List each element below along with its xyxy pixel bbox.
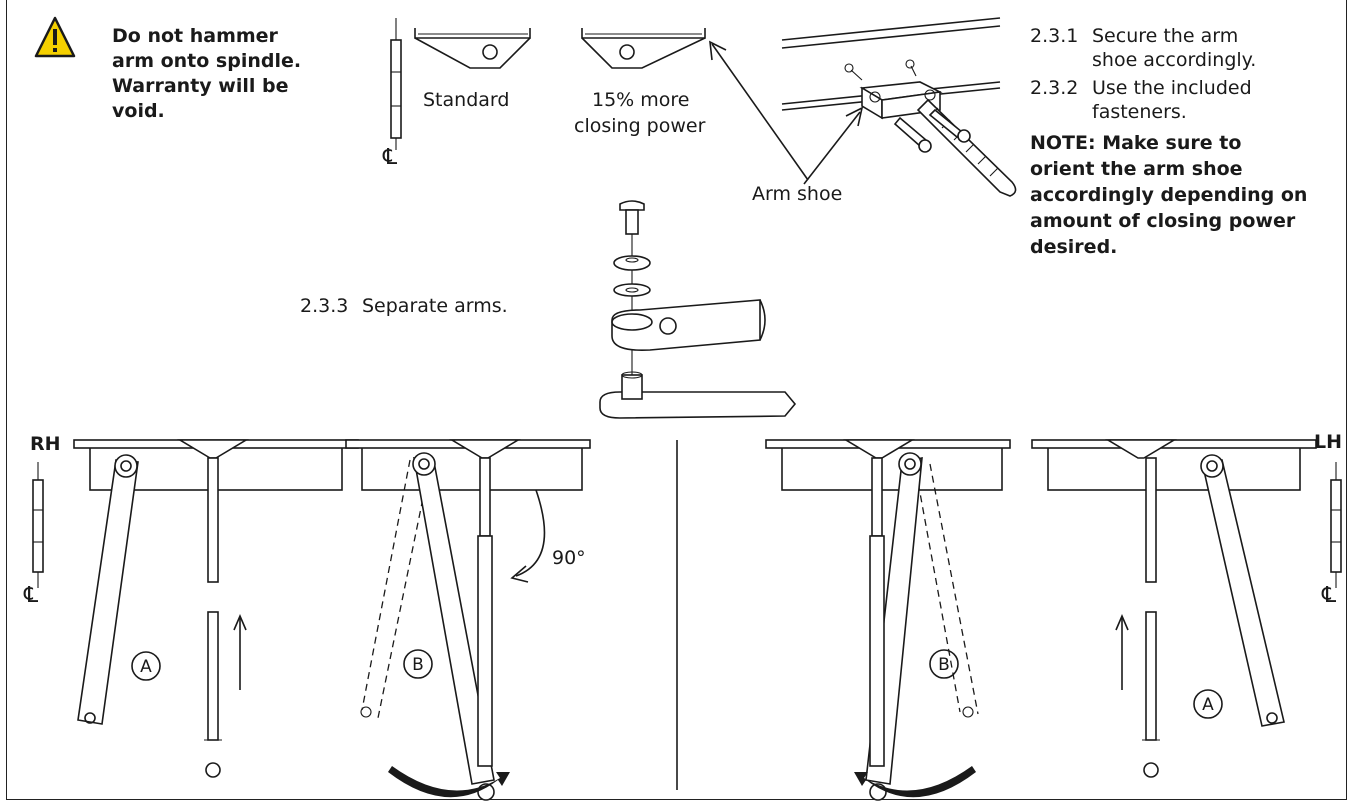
arm-shoe-standard	[414, 28, 531, 69]
closer-body-3	[765, 439, 1011, 491]
badge-b-rh-ring	[403, 649, 433, 679]
arm-shoe-power	[581, 28, 706, 69]
arm-a-rh	[77, 454, 247, 778]
badge-a-lh: A	[1202, 695, 1214, 715]
badge-b-lh-ring	[929, 649, 959, 679]
note-block: NOTE: Make sure to orient the arm shoe a…	[1030, 132, 1308, 258]
badge-a-rh: A	[140, 657, 152, 677]
badge-a-rh-ring	[131, 651, 161, 681]
badge-b-lh: B	[938, 655, 950, 675]
warning-text: Do not hammer arm onto spindle. Warranty…	[112, 25, 302, 122]
closer-body-4	[1031, 439, 1317, 491]
arm-shoe-label: Arm shoe	[752, 183, 843, 205]
standard-label: Standard	[423, 89, 510, 111]
warning-triangle-icon	[34, 16, 76, 58]
closer-body-2	[345, 439, 591, 491]
callout-arrow-top	[709, 40, 809, 181]
arm-shoe-iso	[781, 17, 1017, 197]
lh-label: LH	[1314, 431, 1343, 453]
power-label-1: 15% more	[592, 89, 690, 111]
centerline-top: ℄	[383, 145, 398, 170]
centerline-lh: ℄	[1322, 583, 1337, 608]
power-label-2: closing power	[574, 115, 706, 137]
arm-a-lh	[1115, 454, 1285, 778]
arm-b-lh	[854, 452, 979, 801]
spindle-assembly	[599, 200, 797, 419]
callout-arrow-shoe	[803, 106, 864, 185]
hinge-top	[390, 18, 402, 150]
centerline-rh: ℄	[24, 583, 39, 608]
rh-label: RH	[30, 433, 61, 455]
hinge-lh	[1330, 462, 1342, 588]
badge-b-rh: B	[412, 655, 424, 675]
badge-a-lh-ring	[1193, 689, 1223, 719]
page-frame	[6, 0, 1347, 800]
arm-b-rh	[360, 452, 546, 801]
hinge-rh	[32, 462, 44, 588]
angle-label: 90°	[552, 547, 586, 569]
